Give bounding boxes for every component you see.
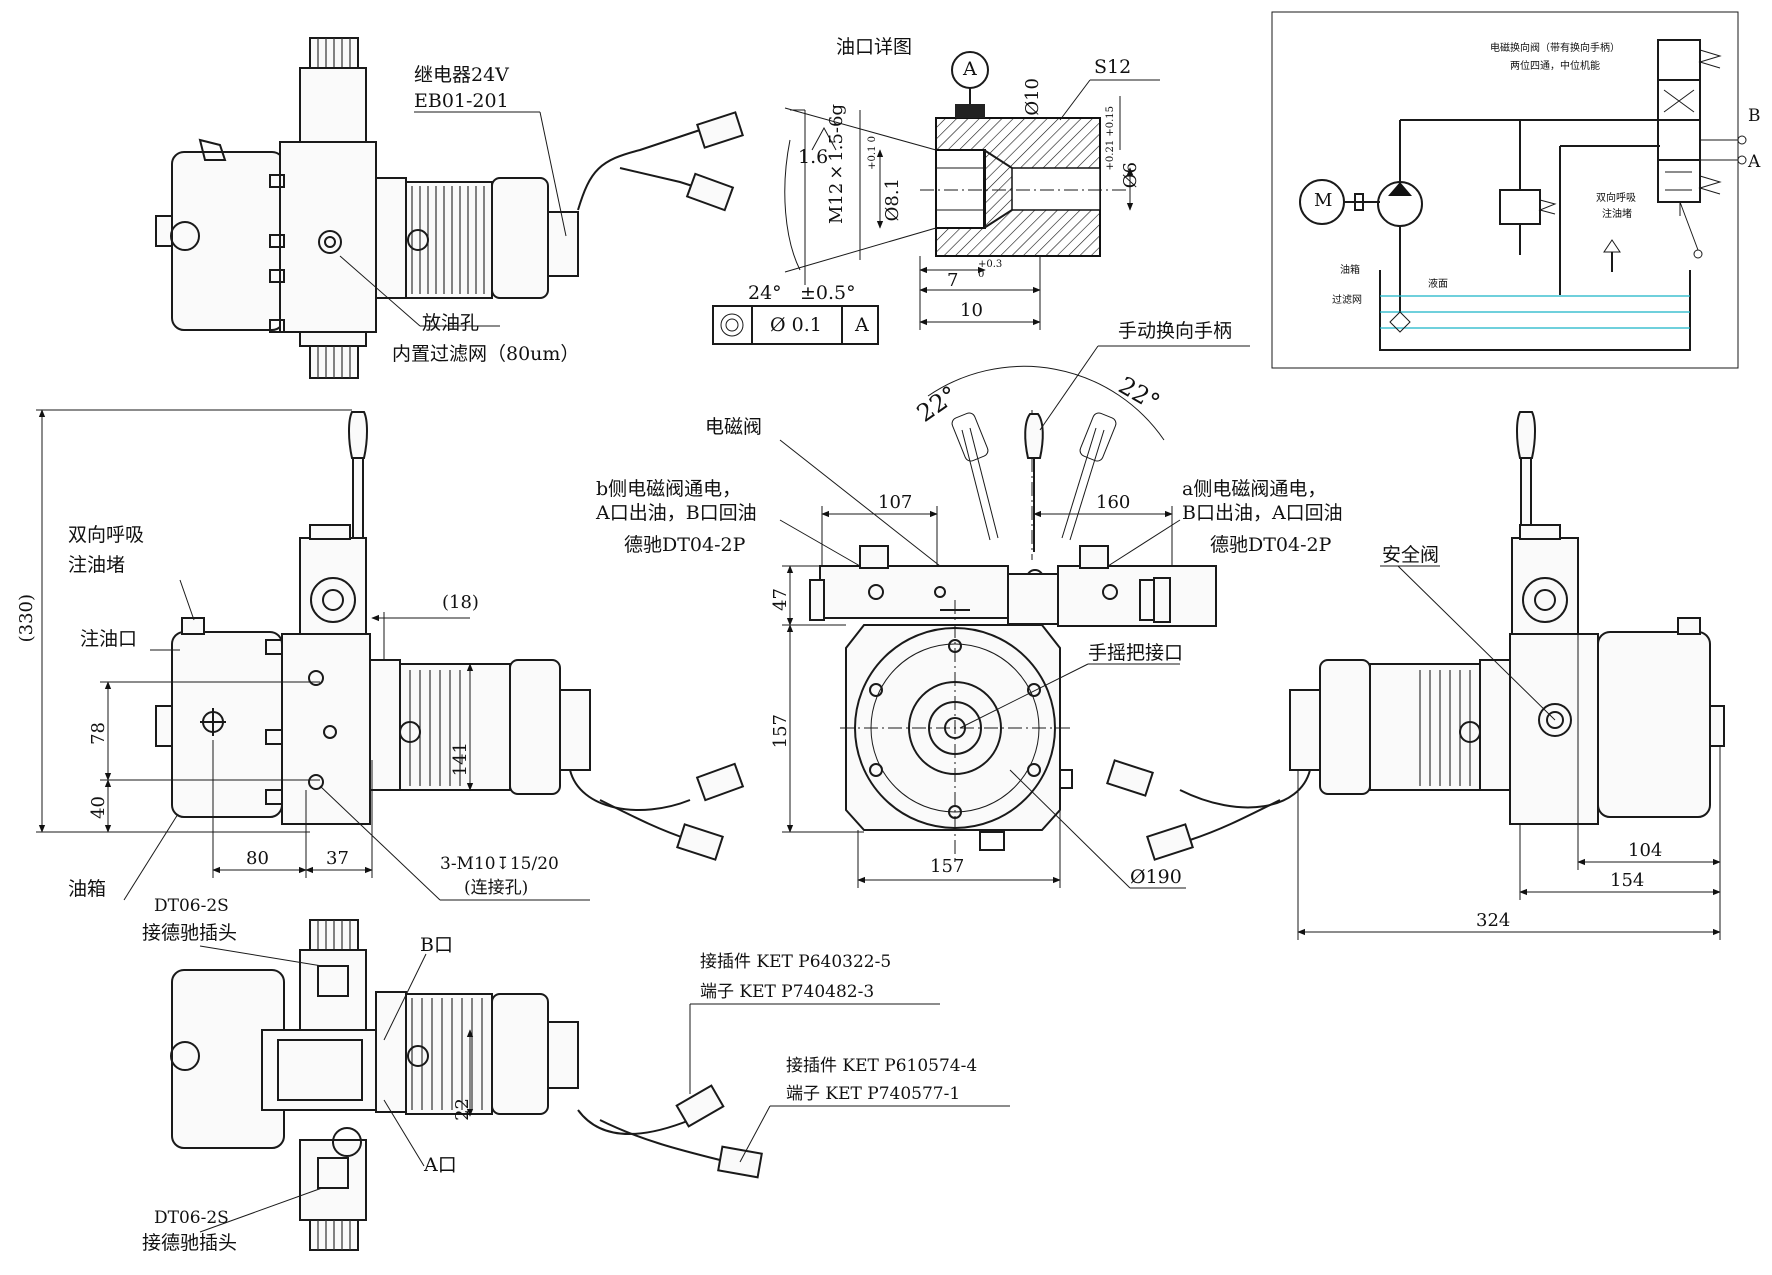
schematic-breather-2: 注油堵: [1602, 209, 1632, 220]
filter-label: 内置过滤网（80um）: [392, 343, 580, 365]
dim-154-label: 154: [1610, 870, 1645, 891]
tol-8-1-label: +0.1 0: [867, 136, 878, 170]
b-side-label-1: b侧电磁阀通电，: [596, 478, 742, 500]
port-a-label: A口: [424, 1154, 457, 1176]
bolt-label-1: 3-M10↧15/20: [440, 854, 559, 874]
dim-78-label: 78: [88, 722, 109, 745]
roughness-label: 1.6: [798, 146, 829, 168]
dt06-bottom-label-1: DT06-2S: [154, 1208, 229, 1228]
tank-label: 油箱: [68, 878, 107, 900]
oil-port-detail-title: 油口详图: [836, 36, 913, 58]
terminal-2-label: 端子 KET P740577-1: [786, 1084, 961, 1104]
top-view: [155, 37, 744, 379]
schematic-tank-label: 油箱: [1340, 265, 1360, 276]
dim-107-label: 107: [878, 492, 913, 513]
dim-40-label: 40: [88, 796, 109, 819]
breather-label-2: 注油堵: [68, 554, 126, 576]
bottom-view: [170, 919, 1010, 1251]
thread-label: M12×1.5-6g: [826, 104, 847, 225]
dim-10-label: 10: [960, 300, 983, 321]
schematic-valve-sub: 两位四通，中位机能: [1510, 61, 1600, 72]
b-side-connector: 德驰DT04-2P: [624, 534, 746, 556]
connector-1-label: 接插件 KET P640322-5: [700, 952, 892, 972]
schematic-port-a: A: [1748, 152, 1761, 172]
dim-157-v-label: 157: [770, 714, 791, 749]
s12-label: S12: [1094, 56, 1132, 78]
oil-port-detail: [712, 51, 1160, 345]
b-side-label-2: A口出油，B口回油: [596, 502, 757, 524]
dim-157-h-label: 157: [930, 856, 965, 877]
fill-port-label: 注油口: [80, 628, 138, 650]
dim-160-label: 160: [1096, 492, 1131, 513]
left-side-view: [36, 409, 745, 901]
drain-hole-label: 放油孔: [422, 312, 480, 334]
port-b-label: B口: [420, 934, 453, 956]
dt06-top-label-2: 接德驰插头: [142, 922, 238, 944]
connector-2-label: 接插件 KET P610574-4: [786, 1056, 978, 1076]
dia-10-label: Ø10: [1022, 78, 1043, 116]
dt06-top-label-1: DT06-2S: [154, 896, 229, 916]
a-side-connector: 德驰DT04-2P: [1210, 534, 1332, 556]
schematic-filter-label: 过滤网: [1332, 295, 1362, 306]
bolt-label-2: (连接孔): [464, 878, 529, 898]
dim-330-label: (330): [16, 594, 37, 643]
a-side-label-2: B口出油，A口回油: [1182, 502, 1343, 524]
front-view: [779, 345, 1250, 889]
manual-handle-label: 手动换向手柄: [1118, 320, 1233, 342]
hydraulic-schematic: [1271, 11, 1747, 369]
solenoid-valve-label: 电磁阀: [705, 416, 763, 438]
schematic-port-b: B: [1748, 106, 1761, 126]
angle-label: 24°: [748, 282, 782, 304]
dim-37-label: 37: [326, 848, 349, 869]
terminal-1-label: 端子 KET P740482-3: [700, 982, 875, 1002]
tol-6-label: +0.21 +0.15: [1105, 106, 1116, 171]
tol-7-label: +0.3 0: [978, 259, 1003, 280]
dia-6-label: Ø6: [1120, 162, 1141, 189]
dim-324-label: 324: [1476, 910, 1511, 931]
relay-label: 继电器24V: [414, 64, 509, 86]
dim-7-label: 7: [947, 270, 959, 291]
tolerance-value: Ø 0.1: [770, 314, 822, 336]
relay-model-label: EB01-201: [414, 90, 509, 112]
dim-104-label: 104: [1628, 840, 1663, 861]
dt06-bottom-label-2: 接德驰插头: [142, 1232, 238, 1254]
schematic-valve-title: 电磁换向阀（带有换向手柄）: [1490, 43, 1620, 54]
dim-22-label: 22: [452, 1098, 473, 1121]
dim-18-label: (18): [442, 592, 479, 613]
safety-valve-label: 安全阀: [1382, 544, 1440, 566]
dim-141-label: 141: [450, 742, 471, 777]
schematic-level-label: 液面: [1428, 279, 1448, 290]
dia-8-1-label: Ø8.1: [882, 178, 903, 222]
dia-190-label: Ø190: [1130, 866, 1182, 888]
schematic-motor-label: M: [1314, 190, 1333, 211]
tolerance-datum: A: [855, 314, 869, 336]
crank-port-label: 手摇把接口: [1088, 642, 1184, 664]
schematic-breather-1: 双向呼吸: [1596, 193, 1636, 204]
dim-80-label: 80: [246, 848, 269, 869]
breather-label-1: 双向呼吸: [68, 524, 145, 546]
datum-a-label: A: [963, 58, 977, 80]
right-side-view: [1106, 411, 1725, 940]
dim-47-label: 47: [770, 588, 791, 611]
a-side-label-1: a侧电磁阀通电，: [1182, 478, 1327, 500]
angle-tol-label: ±0.5°: [800, 282, 856, 304]
